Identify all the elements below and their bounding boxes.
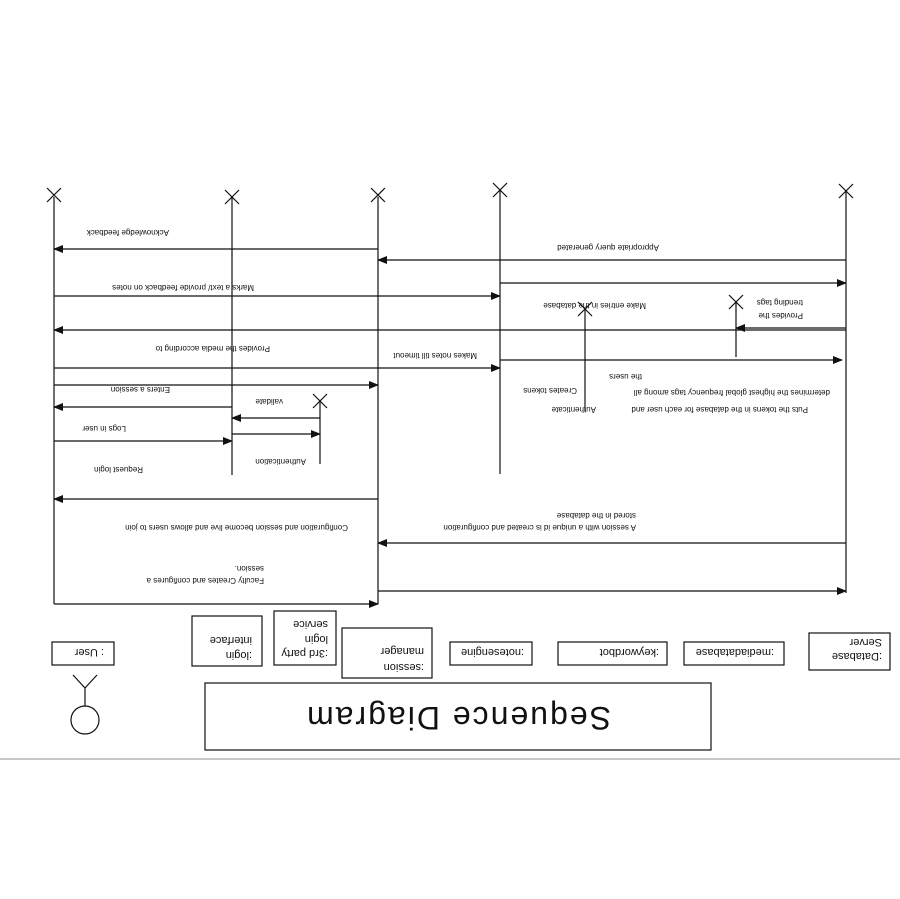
msg-make-entries: Make entries in the database bbox=[543, 301, 646, 310]
participant-label-3rd-party: :3rd party bbox=[281, 647, 328, 659]
msg-faculty-creates-1: Faculty Creates and configures a bbox=[146, 576, 264, 585]
participant-label-session: :session bbox=[384, 661, 424, 673]
destroy-mark-3rd-party-login bbox=[312, 393, 328, 409]
participant-box-login-interface bbox=[191, 615, 263, 667]
msg-appropriate-query: Appropriate query generated bbox=[557, 243, 659, 252]
msg-creates-tokens: Creates tokens bbox=[523, 386, 577, 395]
msg-authenticate: Authenticate bbox=[551, 405, 596, 414]
participant-label-user: : User bbox=[74, 646, 104, 658]
msg-session-created-2: stored in the database bbox=[556, 511, 636, 520]
msg-provides-trending-2: trending tags bbox=[757, 298, 803, 307]
msg-puts-tokens-3: the users bbox=[609, 372, 642, 381]
participant-box-user bbox=[51, 641, 115, 666]
destroy-mark-user bbox=[46, 187, 62, 203]
destroy-mark-mediadatabase bbox=[728, 294, 744, 310]
msg-validate: validate bbox=[255, 397, 283, 406]
msg-marks-text: Marks a text/ provide feedback on notes bbox=[112, 283, 254, 292]
msg-provides-media: Provides the media according to bbox=[155, 344, 270, 353]
page-edge-line bbox=[0, 758, 900, 760]
participant-label-notesengine: :notesengine bbox=[461, 646, 524, 658]
participant-label-mediadatabase: :mediadatabase bbox=[696, 646, 774, 658]
msg-provides-trending-1: Provides the bbox=[758, 311, 803, 320]
msg-puts-tokens-2: determines the highest global frequency … bbox=[634, 388, 830, 397]
msg-session-live: Configuration and session become live an… bbox=[125, 523, 348, 532]
msg-acknowledge-feedback: Acknowledge feedback bbox=[86, 228, 169, 237]
participant-label-keywordbot: :keywordbot bbox=[600, 646, 659, 658]
diagram-title: Sequence Diagram bbox=[305, 700, 611, 736]
participant-label-server: Server bbox=[849, 636, 882, 648]
participant-box-database-server bbox=[808, 632, 891, 671]
participant-label-database: :Database bbox=[832, 650, 882, 662]
participant-box-mediadatabase bbox=[683, 641, 785, 666]
destroy-mark-session-manager bbox=[370, 187, 386, 203]
participant-label-login: login bbox=[305, 633, 328, 645]
destroy-mark-keywordbot bbox=[577, 301, 593, 317]
msg-enters-session: Enters a session bbox=[111, 385, 170, 394]
destroy-mark-notesengine bbox=[492, 182, 508, 198]
participant-label-login-interface-2: interface bbox=[210, 634, 252, 646]
participant-box-notesengine bbox=[449, 641, 533, 666]
title-box bbox=[204, 682, 712, 751]
msg-logs-in-user: Logs in user bbox=[82, 424, 126, 433]
participant-label-manager: manager bbox=[380, 645, 424, 657]
msg-session-created-1: A session with a unique id is created an… bbox=[443, 523, 636, 532]
participant-box-3rd-party-login bbox=[273, 610, 337, 666]
participant-label-login-interface-1: :login bbox=[226, 649, 252, 661]
destroy-mark-login-interface bbox=[224, 189, 240, 205]
destroy-mark-database-server bbox=[838, 183, 854, 199]
participant-label-service: service bbox=[293, 618, 328, 630]
msg-puts-tokens-1: Puts the tokens in the database for each… bbox=[631, 405, 808, 414]
user-actor-icon bbox=[70, 674, 100, 735]
msg-faculty-creates-2: session. bbox=[235, 564, 264, 573]
participant-box-keywordbot bbox=[557, 641, 668, 666]
msg-makes-notes: Makes notes till timeout bbox=[393, 351, 477, 360]
msg-authentication: Authentication bbox=[255, 457, 306, 466]
participant-box-session-manager bbox=[341, 627, 433, 679]
msg-request-login: Request login bbox=[94, 465, 143, 474]
